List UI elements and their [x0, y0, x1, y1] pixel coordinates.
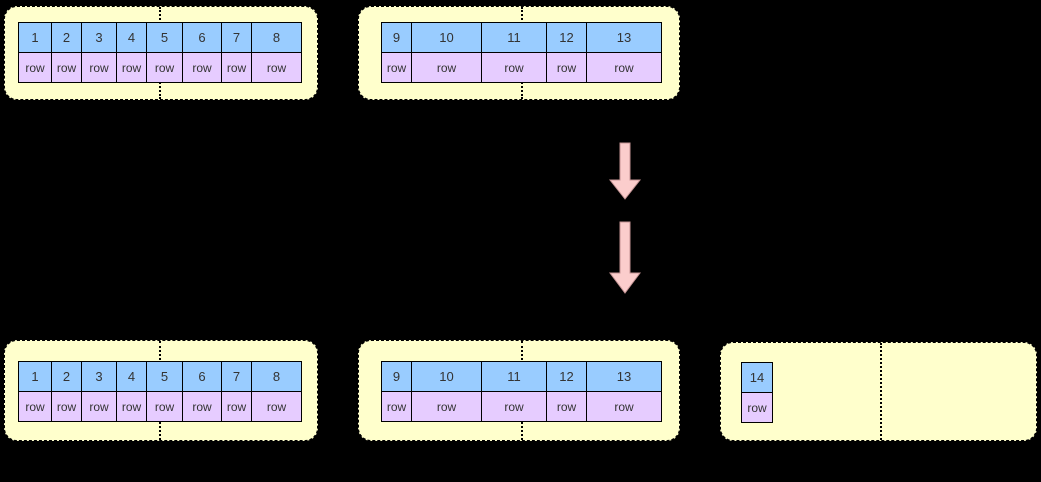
key-cell: 7 [222, 362, 251, 391]
key-cell: 10 [412, 362, 481, 391]
row-cell: row [52, 392, 81, 421]
row-cell: row [82, 53, 116, 82]
key-cell: 13 [587, 362, 661, 391]
key-cell: 2 [52, 362, 81, 391]
row-cell: row [52, 53, 81, 82]
key-cell: 1 [19, 362, 51, 391]
row-cell: row [587, 392, 661, 421]
row-cell: row [222, 53, 251, 82]
row-cell: row [587, 53, 661, 82]
row-cell: row [147, 392, 182, 421]
key-cell: 6 [183, 23, 221, 52]
row-cell: row [117, 392, 146, 421]
row-cell: row [82, 392, 116, 421]
key-cell: 10 [412, 23, 481, 52]
row-cell: row [19, 392, 51, 421]
key-cell: 1 [19, 23, 51, 52]
key-cell: 4 [117, 23, 146, 52]
row-cell: row [482, 392, 546, 421]
row-cell: row [183, 392, 221, 421]
key-cell: 8 [252, 362, 301, 391]
row-cell: row [412, 392, 481, 421]
row-cell: row [742, 393, 772, 422]
key-cell: 3 [82, 362, 116, 391]
row-cell: row [117, 53, 146, 82]
page-midpoint-dotted-line [880, 343, 882, 440]
row-cell: row [252, 53, 301, 82]
key-cell: 4 [117, 362, 146, 391]
row-cell: row [547, 53, 586, 82]
row-cell: row [482, 53, 546, 82]
split-arrows [608, 142, 642, 294]
key-cell: 11 [482, 362, 546, 391]
row-cell: row [222, 392, 251, 421]
key-cell: 9 [382, 23, 411, 52]
down-arrow-icon [608, 142, 642, 200]
key-cell: 8 [252, 23, 301, 52]
row-cell: row [412, 53, 481, 82]
row-cell: row [183, 53, 221, 82]
row-cell: row [382, 53, 411, 82]
key-cell: 12 [547, 23, 586, 52]
row-cell: row [147, 53, 182, 82]
row-cell: row [547, 392, 586, 421]
key-cell: 13 [587, 23, 661, 52]
row-cell: row [382, 392, 411, 421]
key-cell: 3 [82, 23, 116, 52]
key-cell: 6 [183, 362, 221, 391]
row-cell: row [19, 53, 51, 82]
key-cell: 11 [482, 23, 546, 52]
key-cell: 7 [222, 23, 251, 52]
key-cell: 5 [147, 362, 182, 391]
key-cell: 5 [147, 23, 182, 52]
key-cell: 9 [382, 362, 411, 391]
down-arrow-icon [609, 221, 641, 294]
row-cell: row [252, 392, 301, 421]
key-cell: 14 [742, 363, 772, 392]
key-cell: 12 [547, 362, 586, 391]
key-cell: 2 [52, 23, 81, 52]
